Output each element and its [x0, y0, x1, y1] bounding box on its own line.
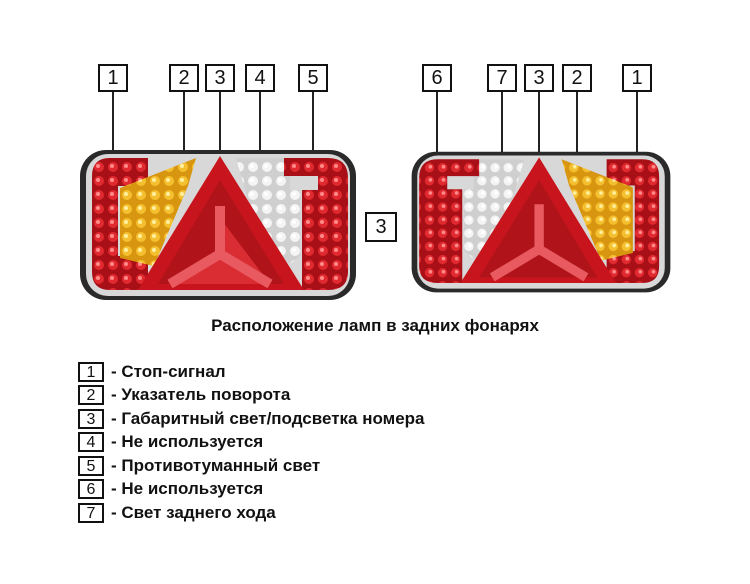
leader-line	[436, 92, 438, 172]
leader-line	[312, 92, 314, 172]
callout-left-3: 3	[205, 64, 235, 92]
callout-right-3: 3	[524, 64, 554, 92]
figure-caption: Расположение ламп в задних фонарях	[211, 316, 539, 335]
callout-right-2: 2	[562, 64, 592, 92]
callout-left-2: 2	[169, 64, 199, 92]
legend-text: - Стоп-сигнал	[111, 361, 226, 381]
leader-line	[538, 92, 540, 178]
legend-item: 7 - Свет заднего хода	[78, 501, 425, 525]
legend-number: 6	[78, 479, 104, 500]
legend-number: 1	[78, 361, 104, 382]
callout-left-5: 5	[298, 64, 328, 92]
turn-indicator-zone	[120, 158, 196, 266]
legend-text: - Свет заднего хода	[111, 502, 276, 522]
legend-text: - Противотуманный свет	[111, 455, 321, 475]
callout-left-4: 4	[245, 64, 275, 92]
leader-line	[259, 92, 261, 172]
legend-number: 5	[78, 455, 104, 476]
callout-right-1: 1	[622, 64, 652, 92]
legend-number: 3	[78, 408, 104, 429]
legend-item: 1 - Стоп-сигнал	[78, 360, 425, 384]
legend-number: 7	[78, 502, 104, 523]
legend-text: - Не используется	[111, 432, 264, 452]
legend-text: - Не используется	[111, 479, 264, 499]
legend-number: 2	[78, 385, 104, 406]
legend-item: 4 - Не используется	[78, 431, 425, 455]
reverse-light-zone	[236, 158, 300, 264]
callout-left-1: 1	[98, 64, 128, 92]
legend-item: 5 - Противотуманный свет	[78, 454, 425, 478]
callout-right-7: 7	[487, 64, 517, 92]
leader-line	[576, 92, 578, 172]
legend: 1 - Стоп-сигнал 2 - Указатель поворота 3…	[78, 360, 425, 525]
leader-line	[636, 92, 638, 174]
legend-item: 2 - Указатель поворота	[78, 384, 425, 408]
leader-line	[501, 92, 503, 172]
callout-right-6: 6	[422, 64, 452, 92]
leader-line	[183, 92, 185, 172]
legend-text: - Габаритный свет/подсветка номера	[111, 408, 425, 428]
legend-item: 3 - Габаритный свет/подсветка номера	[78, 407, 425, 431]
fog-light-zone	[284, 158, 348, 290]
callout-middle-3: 3	[365, 212, 397, 242]
right-tail-lamp	[411, 151, 671, 293]
legend-text: - Указатель поворота	[111, 385, 291, 405]
leader-line	[219, 92, 221, 178]
legend-number: 4	[78, 432, 104, 453]
leader-line	[112, 92, 114, 174]
left-tail-lamp	[80, 150, 356, 300]
legend-item: 6 - Не используется	[78, 478, 425, 502]
